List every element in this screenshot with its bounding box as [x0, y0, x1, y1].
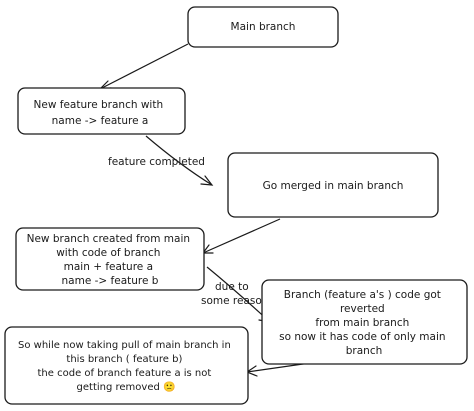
node-label-line: name -> feature a: [52, 115, 149, 127]
svg-text:Go merged in main branch: Go merged in main branch: [263, 180, 404, 192]
svg-text:So while now taking pull of ma: So while now taking pull of main branch …: [18, 340, 234, 393]
node-label-line: New branch created from main: [27, 233, 190, 245]
node-label-line: name -> feature b: [62, 275, 159, 287]
node-label-line: from main branch: [315, 317, 409, 329]
node-label-line: reverted: [340, 303, 385, 315]
node-label-line: with code of branch: [56, 247, 160, 259]
svg-text:Branch (feature a's ) code got: Branch (feature a's ) code got reverted …: [279, 289, 449, 357]
node-reverted: Branch (feature a's ) code got reverted …: [261, 279, 468, 365]
node-label-line: main + feature a: [64, 261, 153, 273]
node-label-line: New feature branch with: [34, 99, 164, 111]
edge-label-line: due to: [215, 281, 249, 293]
node-main-branch: Main branch: [187, 6, 339, 48]
node-feature-b: New branch created from main with code o…: [15, 227, 205, 291]
edge-label-due-to-reason: due to some reason: [201, 281, 268, 307]
node-label-line: branch: [346, 345, 383, 357]
node-label-line: getting removed 🙁: [77, 381, 176, 393]
node-label-line: Branch (feature a's ) code got: [284, 289, 441, 301]
svg-text:Main branch: Main branch: [231, 21, 296, 33]
node-label-line: Go merged in main branch: [263, 180, 404, 192]
edge-label-line: some reason: [201, 295, 268, 307]
edge-label-feature-completed: feature completed: [108, 156, 205, 168]
node-label-line: this branch ( feature b): [66, 354, 182, 365]
node-label-line: So while now taking pull of main branch …: [18, 340, 231, 351]
node-label-line: the code of branch feature a is not: [38, 368, 212, 379]
edge-main-to-feature-a: [98, 43, 189, 90]
node-label-line: Main branch: [231, 21, 296, 33]
node-merged: Go merged in main branch: [227, 152, 439, 218]
edge-merged-to-feature-b: [201, 218, 281, 254]
node-pull: So while now taking pull of main branch …: [4, 326, 249, 405]
node-label-line: so now it has code of only main: [279, 331, 445, 343]
svg-text:New branch created from main: New branch created from main with code o…: [27, 233, 194, 287]
svg-text:New feature branch with: New feature branch with name -> feature …: [34, 99, 167, 127]
edge-feature-a-to-merged: [145, 135, 214, 186]
node-feature-a: New feature branch with name -> feature …: [17, 87, 186, 135]
